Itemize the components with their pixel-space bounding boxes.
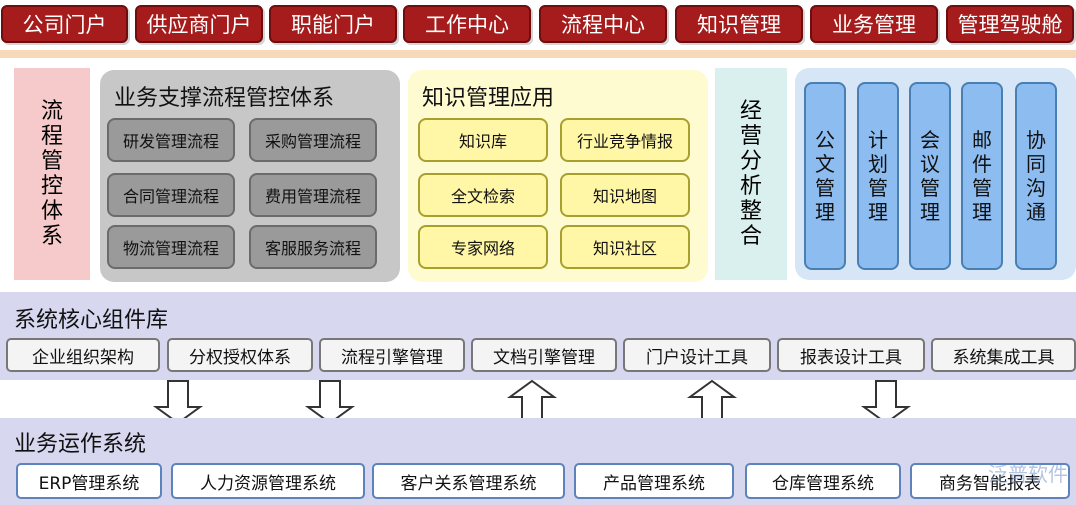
knowledge-item[interactable]: 知识地图 xyxy=(560,173,690,217)
vertical-char: 理 xyxy=(868,200,888,224)
vertical-char: 控 xyxy=(40,174,63,199)
collab-item-document[interactable]: 公 文 管 理 xyxy=(804,82,846,270)
process-item[interactable]: 采购管理流程 xyxy=(249,118,377,162)
vertical-char: 整 xyxy=(739,199,762,224)
process-item[interactable]: 合同管理流程 xyxy=(107,173,235,217)
vertical-char: 流 xyxy=(40,99,63,124)
vertical-char: 议 xyxy=(920,152,940,176)
knowledge-item[interactable]: 行业竞争情报 xyxy=(560,118,690,162)
vertical-char: 理 xyxy=(815,200,835,224)
operations-item[interactable]: 产品管理系统 xyxy=(574,463,734,499)
up-arrow xyxy=(686,379,738,424)
vertical-char: 系 xyxy=(40,224,63,249)
vertical-char: 计 xyxy=(868,128,888,152)
process-group-panel: 业务支撑流程管控体系 研发管理流程 采购管理流程 合同管理流程 费用管理流程 物… xyxy=(100,70,400,282)
vertical-char: 文 xyxy=(815,152,835,176)
vertical-char: 营 xyxy=(739,124,762,149)
knowledge-item[interactable]: 知识库 xyxy=(418,118,548,162)
core-item[interactable]: 企业组织架构 xyxy=(6,338,160,372)
core-library-title: 系统核心组件库 xyxy=(14,308,169,333)
operations-item[interactable]: 人力资源管理系统 xyxy=(171,463,365,499)
vertical-char: 件 xyxy=(972,152,992,176)
knowledge-item[interactable]: 知识社区 xyxy=(560,225,690,269)
business-analysis-box: 经 营 分 析 整 合 xyxy=(715,68,787,280)
process-control-system-box: 流 程 管 控 体 系 xyxy=(14,68,90,280)
nav-knowledge-management[interactable]: 知识管理 xyxy=(675,5,803,43)
nav-work-center[interactable]: 工作中心 xyxy=(403,5,531,43)
vertical-char: 体 xyxy=(40,199,63,224)
operations-title: 业务运作系统 xyxy=(14,432,147,457)
vertical-char: 理 xyxy=(920,200,940,224)
knowledge-item[interactable]: 专家网络 xyxy=(418,225,548,269)
up-arrow xyxy=(506,379,558,424)
flow-arrows xyxy=(152,379,912,425)
core-item[interactable]: 分权授权体系 xyxy=(167,338,313,372)
down-arrow xyxy=(152,380,204,425)
nav-function-portal[interactable]: 职能门户 xyxy=(269,5,397,43)
process-item[interactable]: 研发管理流程 xyxy=(107,118,235,162)
collab-item-communication[interactable]: 协 同 沟 通 xyxy=(1015,82,1057,270)
nav-business-management[interactable]: 业务管理 xyxy=(810,5,938,43)
core-item[interactable]: 门户设计工具 xyxy=(623,338,771,372)
vertical-char: 合 xyxy=(739,224,762,249)
nav-company-portal[interactable]: 公司门户 xyxy=(1,5,128,43)
vertical-char: 程 xyxy=(40,124,63,149)
vertical-char: 分 xyxy=(739,149,762,174)
vertical-char: 管 xyxy=(868,176,888,200)
vertical-char: 会 xyxy=(920,128,940,152)
vertical-char: 沟 xyxy=(1026,176,1046,200)
core-item[interactable]: 流程引擎管理 xyxy=(319,338,465,372)
down-arrow xyxy=(860,380,912,425)
vertical-char: 管 xyxy=(40,149,63,174)
operations-item[interactable]: 仓库管理系统 xyxy=(745,463,901,499)
collab-item-plan[interactable]: 计 划 管 理 xyxy=(857,82,899,270)
core-item[interactable]: 报表设计工具 xyxy=(777,338,925,372)
vertical-char: 析 xyxy=(739,174,762,199)
knowledge-group-panel: 知识管理应用 知识库 行业竞争情报 全文检索 知识地图 专家网络 知识社区 xyxy=(408,70,708,282)
knowledge-group-title: 知识管理应用 xyxy=(422,86,555,111)
process-item[interactable]: 物流管理流程 xyxy=(107,225,235,269)
nav-supplier-portal[interactable]: 供应商门户 xyxy=(135,5,263,43)
down-arrow xyxy=(304,380,356,425)
vertical-char: 经 xyxy=(739,99,762,124)
core-item[interactable]: 系统集成工具 xyxy=(931,338,1076,372)
process-group-title: 业务支撑流程管控体系 xyxy=(114,86,335,111)
operations-item[interactable]: 客户关系管理系统 xyxy=(372,463,565,499)
watermark-logo: 泛普软件 xyxy=(988,462,1068,486)
nav-process-center[interactable]: 流程中心 xyxy=(539,5,667,43)
process-item[interactable]: 客服服务流程 xyxy=(249,225,377,269)
vertical-char: 管 xyxy=(815,176,835,200)
vertical-char: 通 xyxy=(1026,200,1046,224)
operations-item[interactable]: 商务智能报表 xyxy=(910,463,1070,499)
core-item[interactable]: 文档引擎管理 xyxy=(471,338,617,372)
vertical-char: 同 xyxy=(1026,152,1046,176)
vertical-char: 管 xyxy=(920,176,940,200)
vertical-char: 公 xyxy=(815,128,835,152)
process-item[interactable]: 费用管理流程 xyxy=(249,173,377,217)
vertical-char: 协 xyxy=(1026,128,1046,152)
collab-item-mail[interactable]: 邮 件 管 理 xyxy=(961,82,1003,270)
knowledge-item[interactable]: 全文检索 xyxy=(418,173,548,217)
vertical-char: 理 xyxy=(972,200,992,224)
nav-management-cockpit[interactable]: 管理驾驶舱 xyxy=(946,5,1074,43)
top-strip xyxy=(0,50,1076,58)
operations-item[interactable]: ERP管理系统 xyxy=(16,463,162,499)
vertical-char: 邮 xyxy=(972,128,992,152)
vertical-char: 划 xyxy=(868,152,888,176)
collab-item-meeting[interactable]: 会 议 管 理 xyxy=(909,82,951,270)
vertical-char: 管 xyxy=(972,176,992,200)
